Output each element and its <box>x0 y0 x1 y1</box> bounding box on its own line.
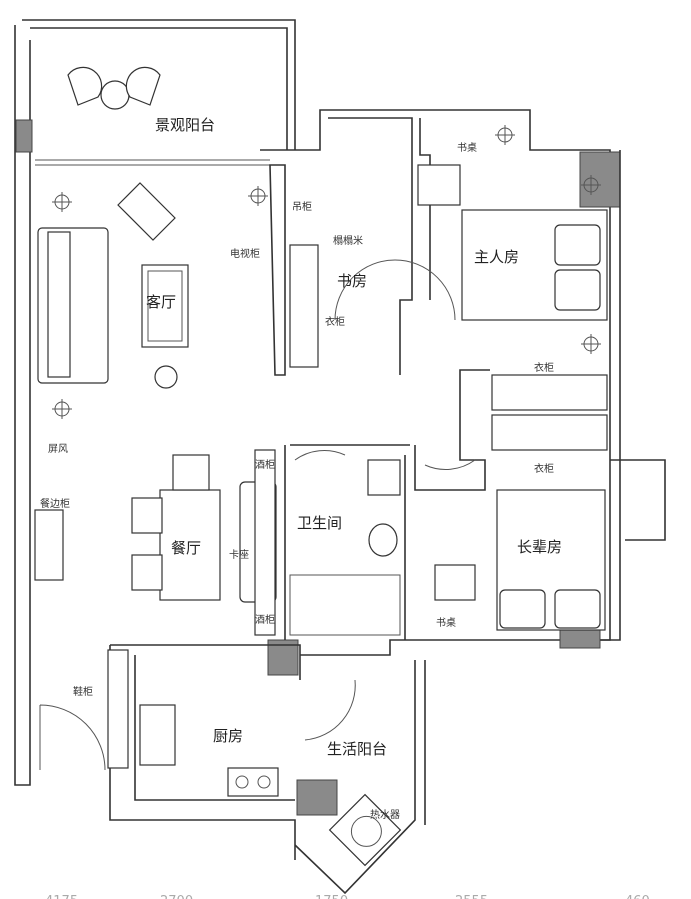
ceiling-light-icon <box>581 175 601 195</box>
label-sideboard: 餐边柜 <box>40 497 70 510</box>
label-elder-bedroom: 长辈房 <box>517 538 562 556</box>
label-bathroom: 卫生间 <box>297 514 342 532</box>
label-living-room: 客厅 <box>146 293 176 311</box>
room-labels: 景观阳台 客厅 书房 主人房 长辈房 餐厅 卫生间 厨房 生活阳台 <box>146 116 562 758</box>
dimension-label: 1750 <box>315 894 348 899</box>
toilet <box>368 523 398 557</box>
label-tatami: 榻榻米 <box>333 234 363 247</box>
shower <box>289 574 401 636</box>
label-master-bedroom: 主人房 <box>474 248 519 266</box>
label-study: 书房 <box>337 272 367 290</box>
label-booth-seat: 卡座 <box>229 548 249 561</box>
label-view-balcony: 景观阳台 <box>155 116 215 134</box>
label-wardrobe-upper: 衣柜 <box>534 361 554 374</box>
dining-table <box>159 489 221 601</box>
wardrobe <box>491 374 608 411</box>
ceiling-light-icon <box>581 334 601 354</box>
pillow <box>499 589 546 629</box>
label-study-wardrobe: 衣柜 <box>325 315 345 328</box>
ceiling-light-icon <box>52 192 72 212</box>
label-shoe-cabinet: 鞋柜 <box>73 685 93 698</box>
wardrobe <box>491 414 608 451</box>
kitchen-sink <box>139 704 176 766</box>
dimension-label: 2555 <box>455 894 488 899</box>
label-water-heater: 热水器 <box>370 808 400 821</box>
pillow <box>554 224 601 266</box>
master-desk-chair <box>417 164 461 206</box>
armchair <box>117 182 176 241</box>
sideboard <box>34 509 64 581</box>
coffee-table <box>141 264 189 348</box>
ceiling-light-icon <box>248 186 268 206</box>
fixture-labels: 电视柜 吊柜 榻榻米 衣柜 书桌 衣柜 衣柜 书桌 屏风 餐边柜 卡座 酒柜 酒… <box>40 141 554 821</box>
dimension-labels: 4175 2700 1750 2555 460 <box>45 894 650 899</box>
balcony-chair <box>67 66 103 106</box>
label-screen: 屏风 <box>48 443 68 455</box>
label-elder-desk: 书桌 <box>436 616 456 629</box>
label-tv-cabinet: 电视柜 <box>230 247 260 260</box>
label-wardrobe-lower: 衣柜 <box>534 462 554 475</box>
label-hanging-cabinet: 吊柜 <box>292 200 312 213</box>
dimension-label: 460 <box>625 894 650 899</box>
sofa-cushions <box>47 231 71 378</box>
shoe-cabinet <box>107 649 129 769</box>
ceiling-light-icons <box>52 125 601 419</box>
ceiling-light-icon <box>52 399 72 419</box>
balcony-table <box>100 80 130 110</box>
furniture <box>34 66 608 867</box>
wine-cabinet <box>254 449 276 636</box>
label-master-desk: 书桌 <box>457 141 477 154</box>
label-wine-cabinet-top: 酒柜 <box>255 458 275 471</box>
pillow <box>554 589 601 629</box>
pillow <box>554 269 601 311</box>
washing-machine <box>328 793 402 867</box>
dimension-label: 4175 <box>45 894 78 899</box>
label-utility-balcony: 生活阳台 <box>327 740 387 758</box>
balcony-chair <box>125 66 161 106</box>
label-dining-room: 餐厅 <box>171 539 201 557</box>
study-wardrobe <box>289 244 319 368</box>
dining-chair <box>172 454 210 491</box>
ceiling-light-icon <box>495 125 515 145</box>
dining-chair <box>131 554 163 591</box>
label-wine-cabinet-bottom: 酒柜 <box>255 613 275 626</box>
label-kitchen: 厨房 <box>213 727 243 745</box>
dimension-label: 2700 <box>160 894 193 899</box>
elder-desk-chair <box>434 564 476 601</box>
side-table <box>154 365 178 389</box>
bathroom-sink <box>367 459 401 496</box>
dining-chair <box>131 497 163 534</box>
